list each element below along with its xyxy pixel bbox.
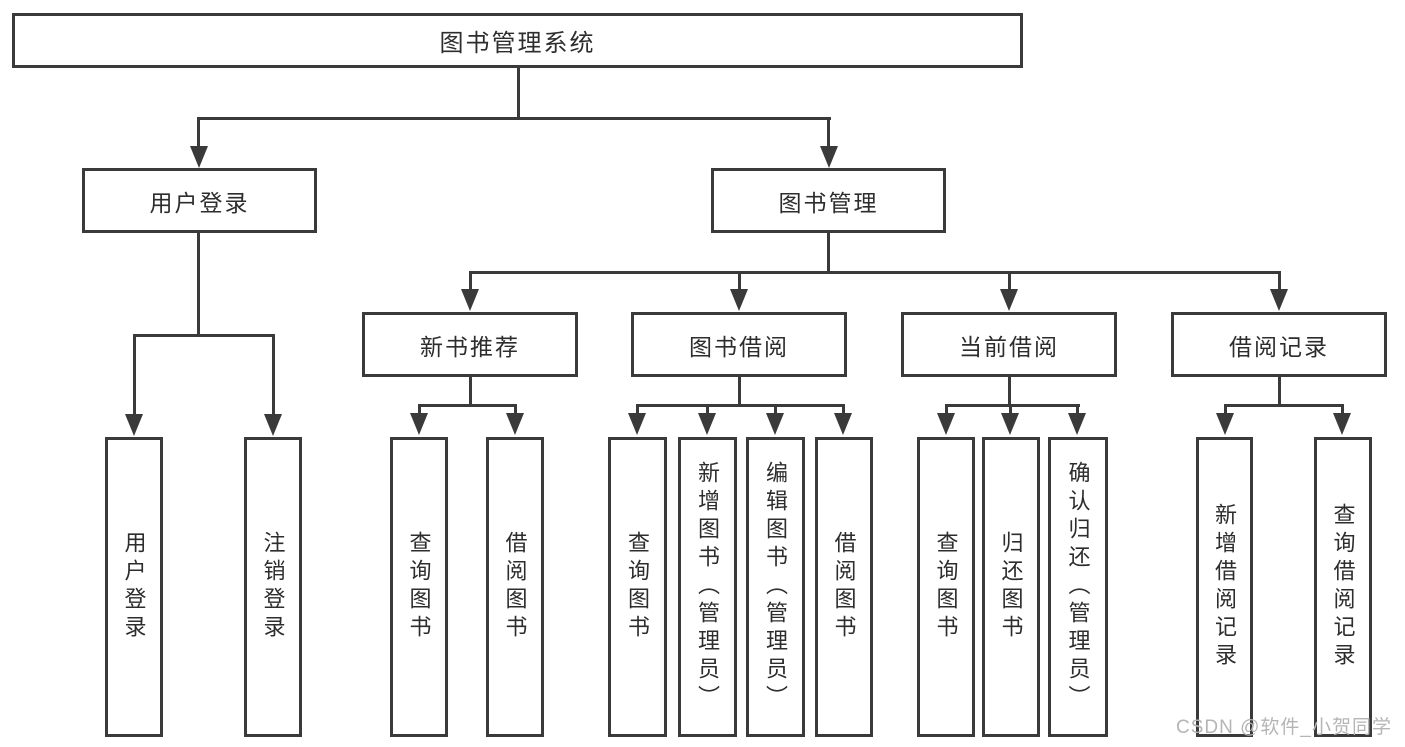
connector-line [1224,404,1227,415]
leaf-add-book-admin: 新增图书（管理员） [678,437,737,737]
leaf-label: 借阅图书 [502,531,528,643]
arrow-down-icon [937,413,955,435]
arrow-down-icon [506,413,524,435]
connector-line [1224,404,1344,407]
arrow-down-icon [698,413,716,435]
leaf-label: 用户登录 [121,531,147,643]
connector-line [636,404,639,415]
leaf-edit-book-admin: 编辑图书（管理员） [746,437,805,737]
connector-line [197,233,200,335]
connector-line [1008,377,1011,406]
arrow-down-icon [834,413,852,435]
connector-line [514,404,517,415]
connector-line [827,233,830,274]
leaf-borrow-book-borrow: 借阅图书 [815,437,873,737]
connector-line [197,117,831,120]
connector-line [738,271,741,290]
leaf-logout-login: 注销登录 [244,437,302,737]
connector-line [1008,271,1011,290]
connector-line [738,377,741,406]
node-user-login: 用户登录 [82,168,317,233]
leaf-label: 确认归还（管理员） [1065,461,1091,713]
leaf-label: 查询图书 [406,531,432,643]
arrow-down-icon [1270,289,1288,311]
leaf-label: 查询借阅记录 [1330,503,1356,671]
leaf-label: 查询图书 [933,531,959,643]
arrow-down-icon [1068,413,1086,435]
arrow-down-icon [1000,289,1018,311]
arrow-down-icon [820,146,838,168]
connector-line [418,404,517,407]
connector-line [517,68,520,118]
connector-line [945,404,948,415]
connector-line [1278,377,1281,406]
leaf-label: 注销登录 [260,531,286,643]
leaf-add-borrow-record: 新增借阅记录 [1196,437,1253,737]
connector-line [774,404,777,415]
csdn-watermark: CSDN @软件_小贺同学 [1176,717,1392,738]
leaf-query-book-current: 查询图书 [917,437,975,737]
arrow-down-icon [628,413,646,435]
leaf-query-book-recommend: 查询图书 [390,437,448,737]
arrow-down-icon [1001,413,1019,435]
leaf-user-login: 用户登录 [105,437,163,737]
leaf-label: 归还图书 [998,531,1024,643]
connector-line [706,404,709,415]
connector-line [945,404,1080,407]
node-new-book-recommend: 新书推荐 [362,312,578,377]
arrow-down-icon [190,146,208,168]
connector-line [842,404,845,415]
leaf-label: 编辑图书（管理员） [763,461,789,713]
arrow-down-icon [264,414,282,436]
connector-line [1076,404,1079,415]
connector-line [272,334,275,416]
connector-line [1278,271,1281,290]
arrow-down-icon [730,289,748,311]
connector-line [1009,404,1012,415]
connector-line [827,117,830,148]
connector-line [469,377,472,406]
arrow-down-icon [1333,413,1351,435]
leaf-borrow-book-recommend: 借阅图书 [486,437,544,737]
leaf-return-book: 归还图书 [982,437,1040,737]
node-current-borrow: 当前借阅 [901,312,1117,377]
leaf-query-borrow-record: 查询借阅记录 [1314,437,1372,737]
leaf-label: 新增图书（管理员） [695,461,721,713]
node-borrow-records: 借阅记录 [1171,312,1387,377]
connector-line [133,334,275,337]
connector-line [636,404,845,407]
leaf-label: 新增借阅记录 [1212,503,1238,671]
leaf-confirm-return-admin: 确认归还（管理员） [1048,437,1108,737]
connector-line [469,271,1281,274]
leaf-query-book-borrow: 查询图书 [608,437,667,737]
connector-line [1341,404,1344,415]
node-book-management: 图书管理 [711,168,946,233]
arrow-down-icon [1216,413,1234,435]
leaf-label: 借阅图书 [831,531,857,643]
connector-line [418,404,421,415]
node-book-borrow: 图书借阅 [631,312,847,377]
arrow-down-icon [461,289,479,311]
connector-line [197,117,200,148]
connector-line [133,334,136,416]
connector-line [469,271,472,290]
arrow-down-icon [766,413,784,435]
arrow-down-icon [410,413,428,435]
node-root: 图书管理系统 [12,13,1023,68]
leaf-label: 查询图书 [625,531,651,643]
arrow-down-icon [125,414,143,436]
